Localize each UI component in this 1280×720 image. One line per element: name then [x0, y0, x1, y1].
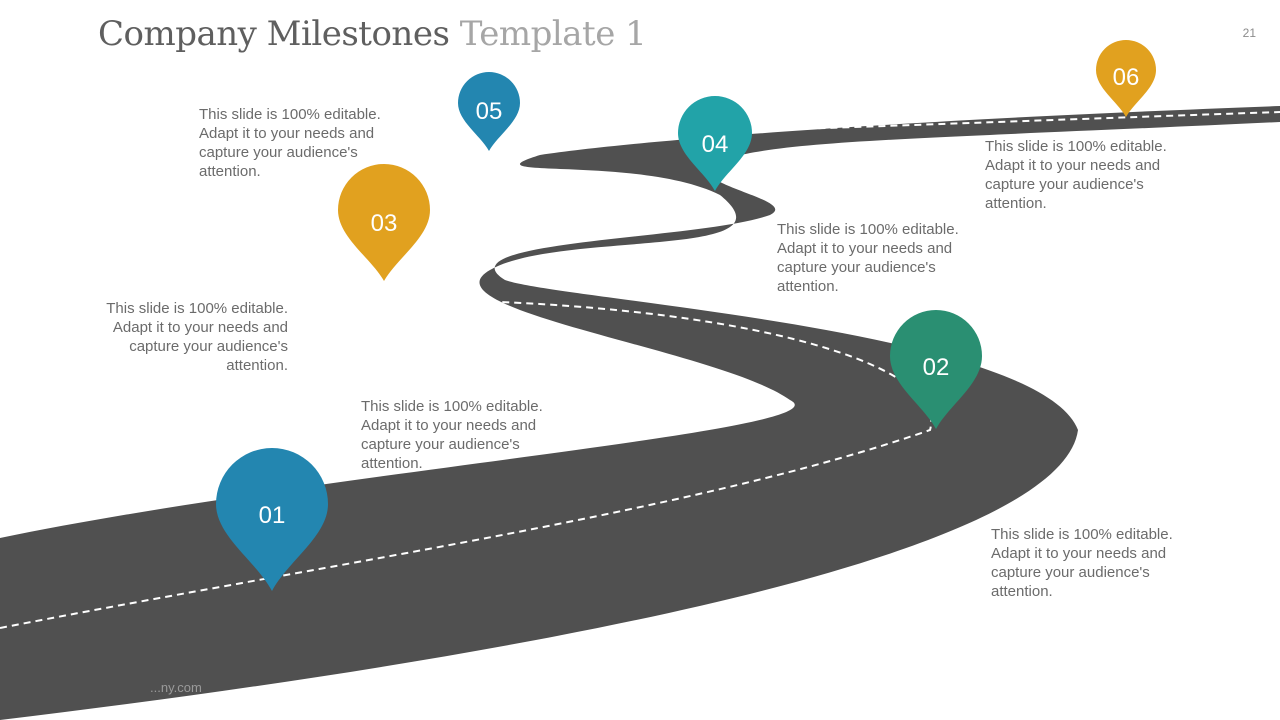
milestone-number: 06 [1112, 64, 1140, 91]
map-pin-icon [338, 164, 430, 281]
page-number: 21 [1242, 26, 1256, 40]
road-surface [0, 106, 1280, 720]
map-pin-icon [1096, 40, 1156, 117]
milestone-caption-03: This slide is 100% editable. Adapt it to… [106, 300, 288, 374]
title-main: Company Milestones [98, 14, 450, 54]
milestone-caption-02: This slide is 100% editable. Adapt it to… [991, 526, 1173, 600]
milestone-pin-03[interactable]: 03 [338, 164, 430, 282]
milestone-pin-06[interactable]: 06 [1096, 40, 1156, 118]
milestone-number: 02 [922, 354, 950, 381]
milestone-number: 05 [475, 98, 503, 125]
milestone-pin-04[interactable]: 04 [678, 96, 752, 192]
milestone-caption-06: This slide is 100% editable. Adapt it to… [985, 138, 1167, 212]
milestone-pin-01[interactable]: 01 [216, 446, 328, 592]
milestone-pin-02[interactable]: 02 [890, 310, 982, 430]
milestone-caption-01: This slide is 100% editable. Adapt it to… [361, 398, 543, 472]
milestone-pin-05[interactable]: 05 [458, 72, 520, 152]
page-title: Company Milestones Template 1 [98, 14, 647, 54]
map-pin-icon [216, 448, 328, 591]
milestone-caption-04: This slide is 100% editable. Adapt it to… [777, 221, 959, 295]
map-pin-icon [890, 310, 982, 429]
milestone-number: 04 [701, 131, 729, 158]
milestone-number: 01 [258, 502, 286, 529]
milestone-number: 03 [370, 210, 398, 237]
milestone-caption-05: This slide is 100% editable. Adapt it to… [199, 106, 381, 180]
title-subtitle: Template 1 [459, 14, 647, 54]
footer-url: ...ny.com [150, 680, 202, 695]
map-pin-icon [678, 96, 752, 191]
map-pin-icon [458, 72, 520, 151]
